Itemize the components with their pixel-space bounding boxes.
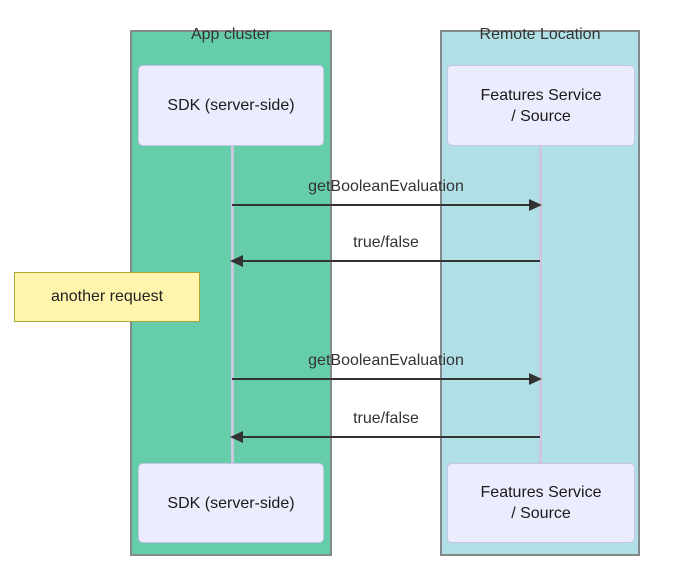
arrowhead-right-icon [529,199,542,211]
sdk-lifeline [231,146,234,463]
message-arrow-get-boolean-evaluation-2 [232,373,542,385]
message-arrow-true-false-1 [230,255,540,267]
actor-features-service-source-top: Features Service / Source [447,65,635,146]
note-another-request: another request [14,272,200,322]
app-cluster-title: App cluster [190,26,272,43]
message-label-get-boolean-evaluation-1: getBooleanEvaluation [308,178,464,195]
message-label-true-false-2: true/false [353,410,419,427]
message-label-get-boolean-evaluation-2: getBooleanEvaluation [308,352,464,369]
features-service-lifeline [539,146,542,463]
actor-sdk-server-side-top: SDK (server-side) [138,65,324,146]
message-arrow-get-boolean-evaluation-1 [232,199,542,211]
arrowhead-right-icon [529,373,542,385]
message-label-true-false-1: true/false [353,234,419,251]
message-arrow-true-false-2 [230,431,540,443]
actor-sdk-server-side-bottom: SDK (server-side) [138,463,324,543]
actor-features-service-source-bottom: Features Service / Source [447,463,635,543]
arrowhead-left-icon [230,255,243,267]
arrowhead-left-icon [230,431,243,443]
remote-location-title: Remote Location [479,26,601,43]
